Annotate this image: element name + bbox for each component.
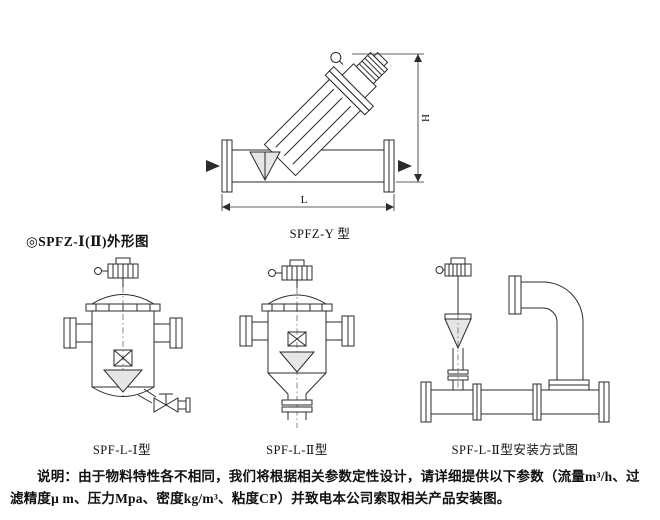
dimension-l: L: [221, 194, 395, 211]
dimension-h: H: [352, 53, 432, 183]
caption-spf-l-1: SPF-L-Ⅰ型: [92, 443, 152, 457]
handwheel-stem: [339, 60, 344, 65]
filter-element: [278, 331, 316, 373]
actuator-motor: [355, 51, 389, 85]
top-dome: [267, 294, 327, 305]
note-paragraph: 说明：由于物料特性各不相同，我们将根据相关参数定性设计，请详细提供以下参数（流量…: [10, 469, 640, 507]
angled-filter-body: [263, 51, 389, 177]
spfz-y-drawing: H L: [206, 51, 432, 211]
spf-l-2-install-drawing: [420, 257, 610, 423]
caption-spfz-y: SPFZ-Y 型: [289, 227, 351, 241]
filter-element: [102, 349, 144, 393]
spf-l-2-drawing: [239, 259, 355, 428]
flow-arrow-out-icon: [398, 160, 412, 172]
handwheel-icon: [268, 269, 276, 277]
top-dome: [91, 294, 155, 305]
elbow-pipe: [508, 275, 590, 391]
left-nozzle: [63, 317, 92, 349]
handwheel-icon: [94, 267, 102, 275]
left-nozzle: [239, 315, 268, 347]
drain-valve: [137, 388, 191, 413]
section-title: ◎SPFZ-Ⅰ(Ⅱ)外形图: [26, 234, 149, 249]
left-pipe-flange: [221, 139, 233, 193]
dim-label-h: H: [420, 114, 432, 122]
motor-assembly: [268, 259, 313, 288]
caption-spf-l-2-install: SPF-L-Ⅱ型安装方式图: [451, 443, 579, 457]
handwheel-icon: [435, 266, 444, 274]
caption-spf-l-2: SPF-L-Ⅱ型: [266, 443, 328, 457]
spf-l-1-drawing: [63, 257, 191, 413]
handwheel-icon: [330, 51, 342, 63]
dim-label-l: L: [301, 194, 308, 206]
bottom-dome: [91, 386, 155, 397]
right-nozzle: [154, 317, 183, 349]
filter-unit: [435, 257, 472, 390]
right-nozzle: [326, 315, 355, 347]
flow-arrow-in-icon: [206, 160, 220, 172]
motor-assembly: [94, 257, 139, 287]
bottom-cone-outlet: [267, 372, 327, 420]
right-pipe-flange: [383, 139, 395, 193]
